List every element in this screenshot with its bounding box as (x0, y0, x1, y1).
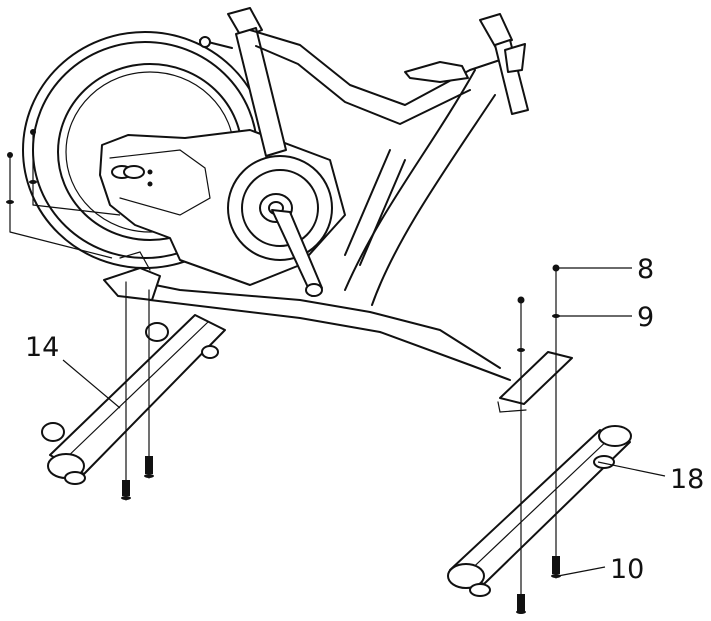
bolt-rear-1 (121, 281, 131, 501)
bolt-front-2 (551, 264, 561, 579)
callout-10: 10 (610, 554, 644, 585)
front-mount-plate (497, 351, 573, 413)
callout-8: 8 (637, 254, 654, 285)
crank-assembly (227, 155, 333, 297)
callout-18: 18 (670, 464, 704, 495)
callout-leaders (62, 267, 666, 577)
front-stabilizer (447, 425, 632, 597)
callout-9: 9 (637, 302, 654, 333)
bolt-rear-2 (144, 289, 154, 479)
callout-14: 14 (25, 332, 59, 363)
main-frame (129, 29, 511, 381)
fastener-rear-center (29, 129, 121, 216)
fastener-rear-left (6, 152, 113, 259)
rear-mount-plate (103, 251, 161, 301)
bolt-front-1 (516, 296, 526, 614)
handlebar (404, 13, 529, 115)
rear-stabilizer (41, 314, 226, 485)
